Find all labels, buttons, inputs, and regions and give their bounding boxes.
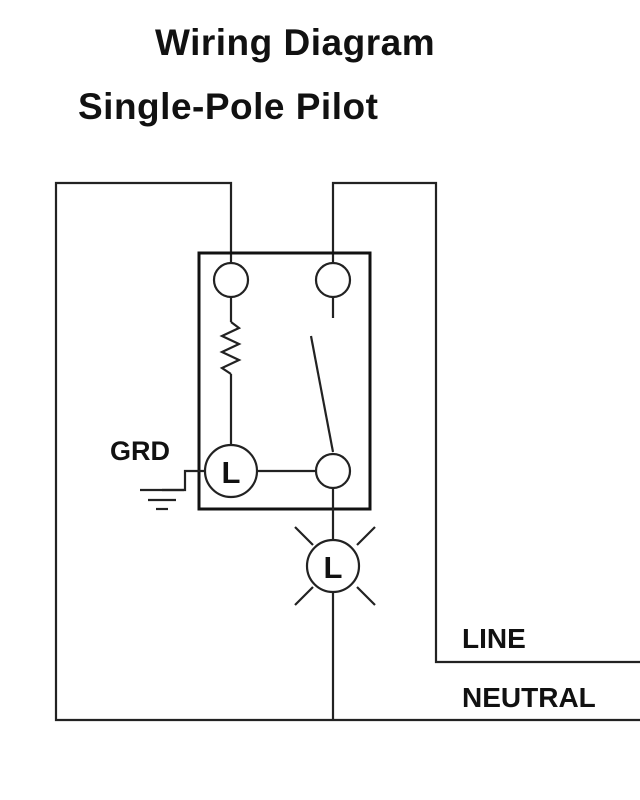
lamp-ray-ne <box>356 526 376 546</box>
terminal-switch-bottom <box>314 452 352 490</box>
diagram-subtitle: Single-Pole Pilot <box>78 86 379 127</box>
switch-housing <box>197 251 372 511</box>
line-label: LINE <box>462 623 526 654</box>
load-lamp-icon <box>305 538 361 594</box>
neutral-label: NEUTRAL <box>462 682 596 713</box>
diagram-title: Wiring Diagram <box>155 22 436 63</box>
lamp-ray-sw <box>294 586 314 606</box>
terminal-top-right <box>314 261 352 299</box>
terminal-top-left <box>212 261 250 299</box>
lamp-ray-se <box>356 586 376 606</box>
load-lamp-label: L <box>324 550 343 585</box>
pilot-lamp-label: L <box>222 455 241 490</box>
pilot-lamp-icon <box>203 443 259 499</box>
outer-left-wire <box>54 181 640 722</box>
switch-blade <box>309 335 335 453</box>
lamp-ray-nw <box>294 526 314 546</box>
resistor-icon <box>219 321 242 375</box>
ground-label: GRD <box>110 436 170 466</box>
line-wire <box>331 181 640 664</box>
